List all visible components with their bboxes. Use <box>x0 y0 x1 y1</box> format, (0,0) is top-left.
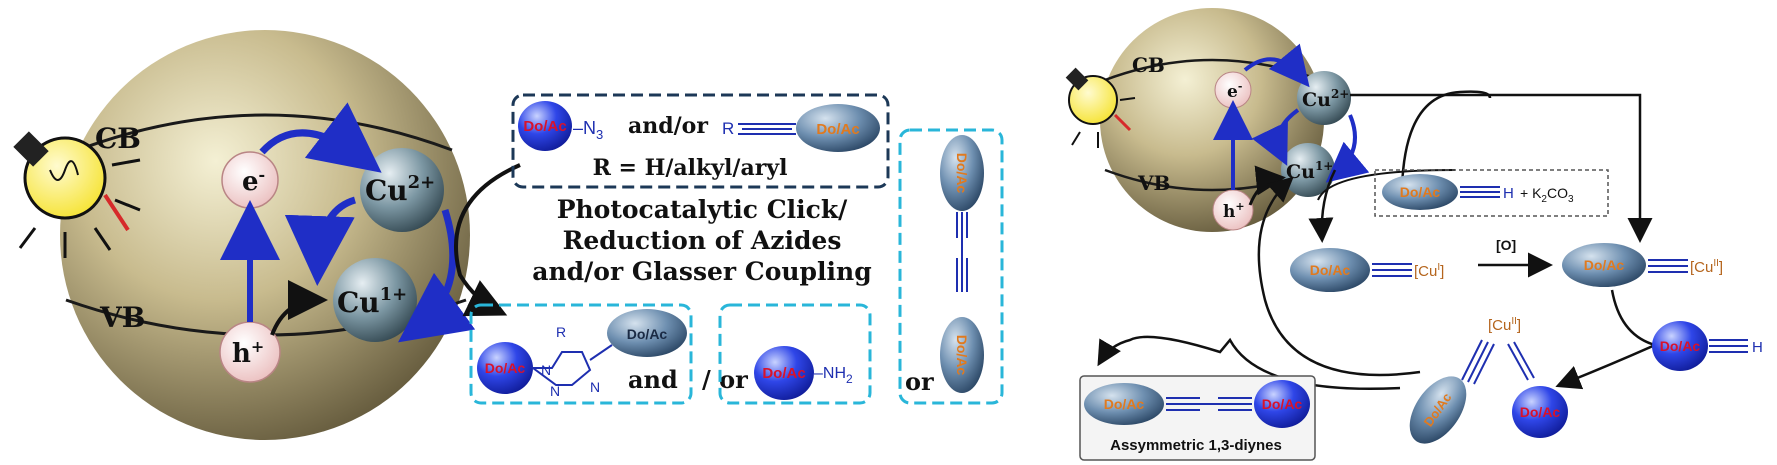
base-alkyne-box <box>1374 169 1609 217</box>
right-cu-cycle-arrow-left <box>1251 108 1300 166</box>
complex-left-bond-3 <box>1473 343 1495 385</box>
left-cb-label: CB <box>95 122 141 155</box>
amine-ball <box>754 346 814 400</box>
regeneration-arc-arrow <box>1257 176 1421 377</box>
complex-left-ball <box>1409 376 1467 444</box>
azide-ball-label: Do/Ac <box>523 118 566 135</box>
process-title-line3: and/or Glasser Coupling <box>532 257 871 286</box>
amine-box <box>718 303 872 405</box>
left-hole-label: h+ <box>232 337 264 369</box>
complex-left-bond-1 <box>1461 339 1483 381</box>
diyne-box <box>898 128 1004 405</box>
right-electron-label: e- <box>1227 80 1242 102</box>
product-caption: Assymmetric 1,3-diynes <box>1110 437 1282 454</box>
triazole-left-ball-label: Do/Ac <box>485 360 526 376</box>
right-cu2-label: Cu2+ <box>1302 87 1349 111</box>
left-vb-label: VB <box>99 301 145 334</box>
complex-right-ball <box>1512 386 1568 438</box>
alkyne-r: R <box>722 119 734 138</box>
diyne-bottom-ball <box>940 317 984 393</box>
triazole-right-ball <box>607 309 687 357</box>
right-photocatalyst-sphere <box>1100 8 1324 232</box>
products-or: or <box>905 367 934 396</box>
base-alkyne-ball <box>1382 174 1458 210</box>
complex-right-bond-1 <box>1507 343 1529 381</box>
right-electron-transfer-arrow <box>1243 43 1310 88</box>
alkyne-ball <box>796 104 880 152</box>
second-alkyne-join-line <box>1610 289 1656 347</box>
cuII-ball <box>1562 243 1646 287</box>
triazole-n1: N <box>541 362 551 378</box>
products-slash-or: / or <box>702 365 748 394</box>
right-cu-cycle-arrow-right <box>1325 114 1370 183</box>
amine-ball-label: Do/Ac <box>762 365 805 382</box>
reactants-box <box>511 93 890 189</box>
left-hole-arrow <box>270 280 328 336</box>
product-left-ball <box>1084 383 1164 425</box>
second-alkyne-h: H <box>1752 339 1763 356</box>
amine-group: –NH2 <box>814 365 853 386</box>
products-and: and <box>628 365 678 394</box>
diyne-top-ball <box>940 135 984 211</box>
left-cu-cycle-arrow-right <box>398 208 476 343</box>
base-alkyne-h: H <box>1503 185 1514 202</box>
alkyne-ball-label: Do/Ac <box>816 121 859 138</box>
second-alkyne-ball-label: Do/Ac <box>1660 338 1701 354</box>
process-title-line2: Reduction of Azides <box>563 226 842 255</box>
diyne-top-ball-label: Do/Ac <box>954 153 970 194</box>
triazole-right-ball-label: Do/Ac <box>627 326 668 342</box>
process-title-line1: Photocatalytic Click/ <box>557 195 848 224</box>
right-vb-label: VB <box>1137 171 1170 195</box>
cu1-to-cuI-arrow <box>1308 169 1337 243</box>
reaction-arc-arrow <box>454 163 521 317</box>
right-cu1-sphere <box>1281 143 1335 197</box>
to-complex-arrow <box>1555 343 1656 390</box>
right-cb-label: CB <box>1132 53 1165 77</box>
cuII-ball-label: Do/Ac <box>1584 257 1625 273</box>
triazole-left-ball <box>477 342 533 394</box>
triazole-n3: N <box>590 379 600 395</box>
cuI-ball <box>1290 248 1370 292</box>
cuI-ball-label: Do/Ac <box>1310 262 1351 278</box>
azide-ball <box>518 101 572 151</box>
triazole-n2: N <box>550 383 560 399</box>
left-electron-transfer-arrow <box>259 102 382 173</box>
base-label: + K2CO3 <box>1520 185 1574 205</box>
oxidant-label: [O] <box>1496 237 1516 253</box>
right-cu2-sphere <box>1297 71 1351 125</box>
left-cu2-label: Cu2+ <box>365 172 435 207</box>
complex-left-bond-2 <box>1467 341 1489 383</box>
base-loop-line <box>1400 90 1492 189</box>
triazole-box <box>469 303 693 405</box>
triazole-ring <box>529 351 592 386</box>
cuI-label: [CuI] <box>1414 262 1444 280</box>
diyne-bottom-ball-label: Do/Ac <box>954 335 970 376</box>
left-lightbulb-icon <box>13 131 141 258</box>
r-definition: R = H/alkyl/aryl <box>593 155 788 181</box>
product-left-ball-label: Do/Ac <box>1104 396 1145 412</box>
triazole-r: R <box>556 324 566 340</box>
cuII-label: [CuII] <box>1690 258 1723 276</box>
product-right-ball <box>1254 380 1310 428</box>
reactants-andor: and/or <box>628 113 708 139</box>
base-alkyne-ball-label: Do/Ac <box>1400 184 1441 200</box>
complex-cu-label: [CuII] <box>1488 316 1521 334</box>
azide-group: –N3 <box>573 118 603 142</box>
triazole-link <box>589 344 613 361</box>
conduction-band-line <box>77 113 453 152</box>
second-alkyne-ball <box>1652 321 1708 371</box>
right-hole-label: h+ <box>1223 200 1245 222</box>
complex-right-bond-2 <box>1513 341 1535 379</box>
left-cu-cycle-arrow-left <box>284 196 357 286</box>
product-right-ball-label: Do/Ac <box>1262 396 1303 412</box>
right-lightbulb-icon <box>1065 67 1136 148</box>
complex-right-ball-label: Do/Ac <box>1520 404 1561 420</box>
left-electron-label: e- <box>242 165 265 197</box>
